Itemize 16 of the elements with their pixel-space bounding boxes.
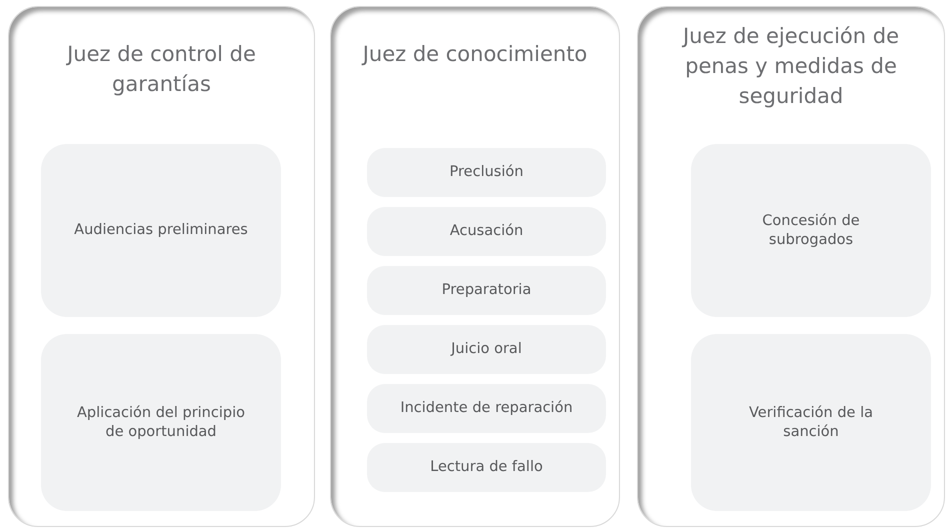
stage-box: Audiencias preliminares — [41, 144, 281, 317]
stage-box: Preclusión — [367, 148, 606, 197]
column-heading: Juez de conocimiento — [360, 41, 588, 68]
column-heading: Juez de ejecución de penas y medidas de seguridad — [680, 23, 900, 110]
stage-box: Juicio oral — [367, 325, 606, 374]
stage-box: Aplicación del principio de oportunidad — [41, 334, 281, 511]
stage-box: Lectura de fallo — [367, 443, 606, 492]
column-panel — [330, 6, 620, 527]
column-heading: Juez de control de garantías — [65, 41, 257, 98]
stage-box: Incidente de reparación — [367, 384, 606, 433]
column-panel — [8, 6, 315, 527]
stage-box: Verificación de la sanción — [691, 334, 931, 511]
stage-box: Acusación — [367, 207, 606, 256]
stage-box: Concesión de subrogados — [691, 144, 931, 317]
stage-box: Preparatoria — [367, 266, 606, 315]
column-panel — [637, 6, 945, 527]
